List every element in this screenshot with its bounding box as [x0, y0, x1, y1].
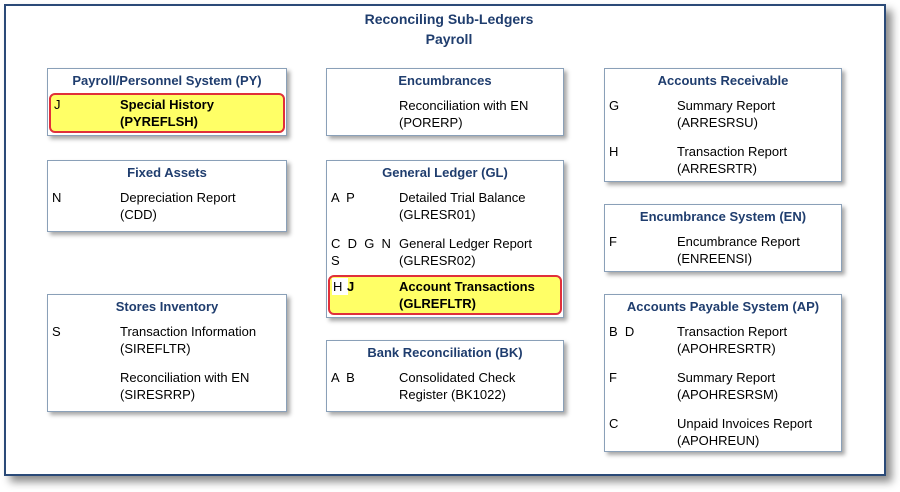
box-stores-inventory: Stores Inventory S Transaction Informati…: [47, 294, 287, 412]
report-code: (APOHRESRTR): [677, 341, 776, 356]
report-name: Unpaid Invoices Report: [677, 416, 813, 431]
report-code: (ENREENSI): [677, 251, 753, 266]
report-name: Summary Report: [677, 98, 776, 113]
report-name: Reconciliation with EN: [120, 370, 250, 385]
report-code: (APOHRESRSM): [677, 387, 779, 402]
ledger-codes: C D G N: [331, 236, 391, 251]
report-code: (PORERP): [399, 115, 463, 130]
box-general-ledger: General Ledger (GL) A P Detailed Trial B…: [326, 160, 564, 318]
box-title: Fixed Assets: [127, 165, 207, 180]
report-name: Detailed Trial Balance: [399, 190, 526, 205]
report-code: (GLRESR02): [399, 253, 476, 268]
ledger-codes: H: [609, 144, 619, 159]
highlight-special-history: J Special History (PYREFLSH): [49, 93, 285, 133]
box-encumbrance-system: Encumbrance System (EN) F Encumbrance Re…: [604, 204, 842, 272]
ledger-codes: A B: [331, 370, 355, 385]
ledger-codes: A P: [331, 190, 355, 205]
ledger-codes: F: [609, 234, 617, 249]
report-name: Summary Report: [677, 370, 776, 385]
box-payroll-personnel: Payroll/Personnel System (PY) J Special …: [47, 68, 287, 136]
ledger-codes: G: [609, 98, 620, 113]
ledger-codes: B D: [609, 324, 635, 339]
report-name: Depreciation Report: [120, 190, 236, 205]
ledger-codes: C: [609, 416, 619, 431]
report-name: Reconciliation with EN: [399, 98, 529, 113]
report-code: (APOHREUN): [677, 433, 760, 448]
report-code: (GLRESR01): [399, 207, 476, 222]
ledger-codes: S: [52, 324, 61, 339]
report-code: (GLREFLTR): [399, 296, 477, 311]
report-name: General Ledger Report: [399, 236, 532, 251]
ledger-codes: J: [54, 97, 61, 112]
box-fixed-assets: Fixed Assets N Depreciation Report (CDD): [47, 160, 287, 232]
diagram-title: Reconciling Sub-Ledgers: [364, 11, 534, 27]
box-title: General Ledger (GL): [382, 165, 508, 180]
report-name: Consolidated Check: [399, 370, 516, 385]
box-title: Stores Inventory: [115, 299, 219, 314]
box-accounts-receivable: Accounts Receivable G Summary Report (AR…: [604, 68, 842, 182]
report-name: Special History: [120, 97, 214, 112]
box-title: Payroll/Personnel System (PY): [72, 73, 262, 88]
ledger-codes: H: [332, 278, 349, 295]
box-title: Encumbrance System (EN): [639, 209, 807, 224]
box-bank-reconciliation: Bank Reconciliation (BK) A B Consolidate…: [326, 340, 564, 412]
report-name: Transaction Report: [677, 324, 788, 339]
box-encumbrances: Encumbrances Reconciliation with EN (POR…: [326, 68, 564, 136]
box-accounts-payable: Accounts Payable System (AP) B D Transac…: [604, 294, 842, 452]
report-name: Transaction Report: [677, 144, 788, 159]
report-code: (PYREFLSH): [120, 114, 198, 129]
box-title: Accounts Receivable: [657, 73, 789, 88]
report-code: (CDD): [120, 207, 157, 222]
ledger-codes: S: [331, 253, 340, 268]
report-name: Encumbrance Report: [677, 234, 800, 249]
ledger-codes: N: [52, 190, 62, 205]
diagram-frame: Reconciling Sub-Ledgers Payroll Payroll/…: [4, 4, 886, 476]
box-title: Encumbrances: [398, 73, 492, 88]
ledger-codes-highlighted: J: [347, 279, 355, 294]
ledger-codes: F: [609, 370, 617, 385]
box-title: Accounts Payable System (AP): [626, 299, 820, 314]
report-code: (ARRESRTR): [677, 161, 757, 176]
highlight-account-transactions: H J Account Transactions (GLREFLTR): [328, 275, 562, 315]
box-title: Bank Reconciliation (BK): [367, 345, 523, 360]
report-name: Account Transactions: [399, 279, 535, 294]
report-name: Transaction Information: [120, 324, 257, 339]
report-code: Register (BK1022): [399, 387, 506, 402]
report-code: (SIREFLTR): [120, 341, 191, 356]
diagram-subtitle: Payroll: [425, 31, 473, 47]
report-code: (ARRESRSU): [677, 115, 758, 130]
report-code: (SIRESRRP): [120, 387, 196, 402]
